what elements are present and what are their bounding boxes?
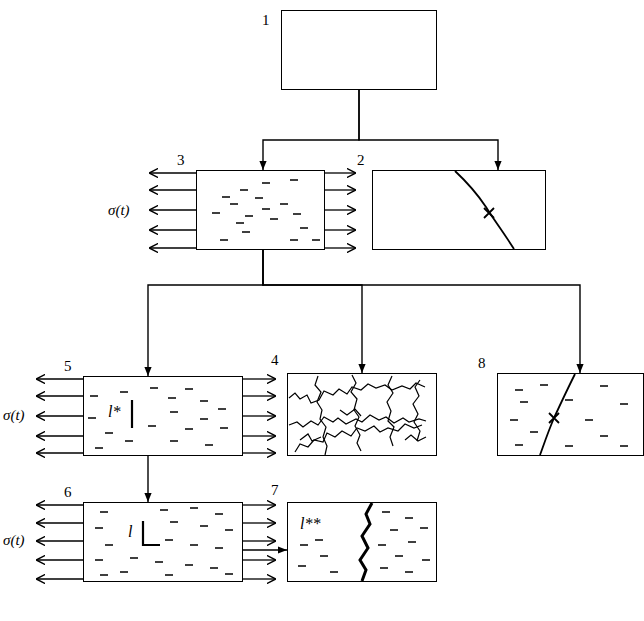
flow-arrow bbox=[359, 90, 498, 170]
stress-label: σ(t) bbox=[108, 201, 130, 219]
crack-length: l bbox=[128, 523, 132, 541]
flow-arrow bbox=[263, 90, 359, 170]
stage-box: 8 bbox=[497, 373, 644, 456]
stage-box: 1 bbox=[281, 10, 437, 90]
stress-label: σ(t) bbox=[3, 531, 25, 549]
stage-box: 7l** bbox=[287, 502, 437, 582]
stage-box: 2 bbox=[372, 170, 546, 250]
flow-arrow bbox=[147, 456, 148, 502]
stage-number: 8 bbox=[478, 354, 486, 372]
stage-box: 4 bbox=[287, 373, 437, 456]
stage-number: 2 bbox=[357, 151, 365, 169]
stage-number: 6 bbox=[64, 483, 72, 501]
stress-label: σ(t) bbox=[3, 406, 25, 424]
crack-network bbox=[289, 375, 426, 455]
stage-number: 1 bbox=[262, 11, 270, 29]
flow-arrow bbox=[263, 250, 362, 373]
stage-box: 3 bbox=[196, 170, 325, 250]
flow-arrow bbox=[263, 250, 580, 373]
stage-number: 7 bbox=[271, 481, 279, 499]
crack-length: l** bbox=[300, 515, 320, 533]
flow-arrow bbox=[148, 250, 263, 376]
stage-number: 5 bbox=[64, 357, 72, 375]
crack-length: l* bbox=[108, 403, 120, 421]
stage-number: 3 bbox=[177, 151, 185, 169]
flow-arrow bbox=[243, 549, 287, 550]
stage-number: 4 bbox=[271, 351, 279, 369]
stage-box: 5l* bbox=[83, 376, 243, 456]
stage-box: 6l bbox=[83, 502, 243, 582]
microcracks bbox=[88, 180, 628, 575]
